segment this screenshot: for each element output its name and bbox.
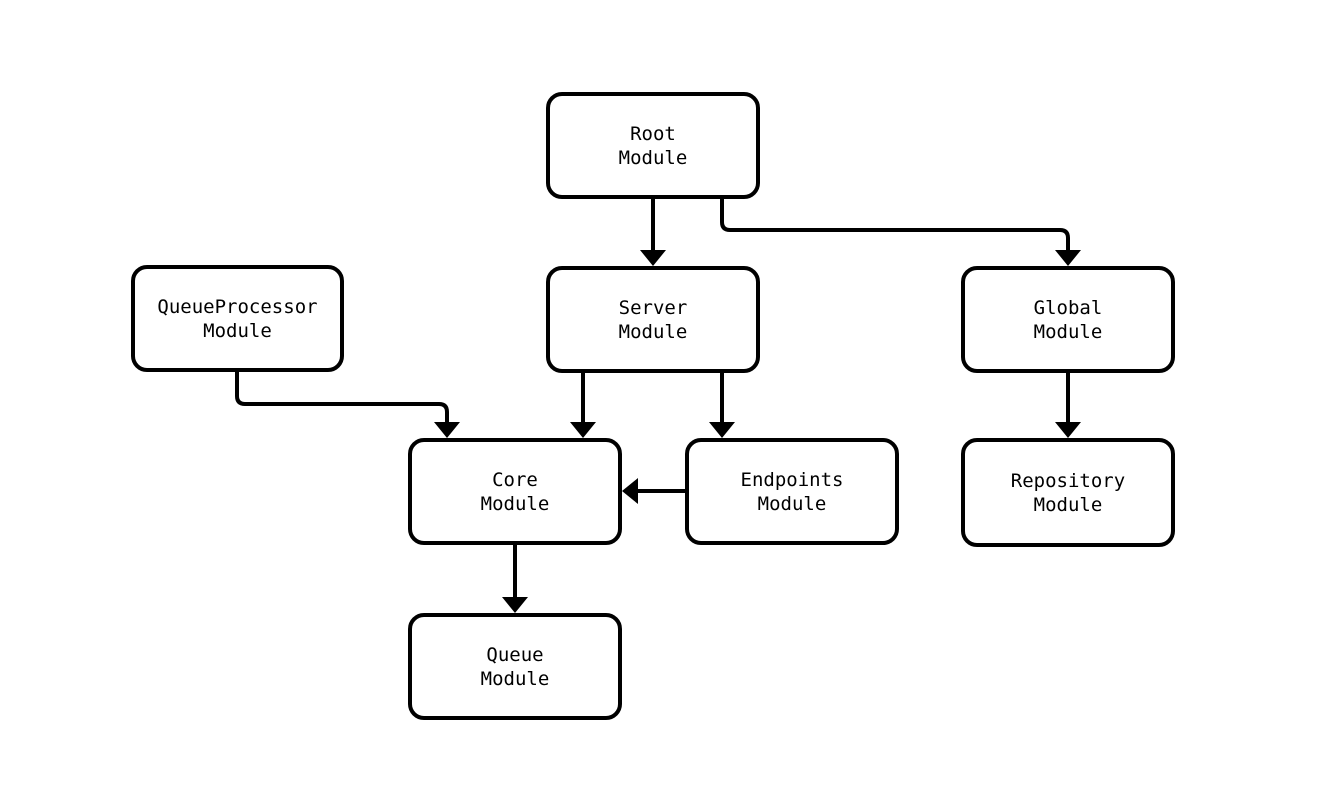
node-box[interactable] bbox=[408, 613, 622, 720]
edge-global-to-repository bbox=[1055, 371, 1081, 438]
arrowhead-icon bbox=[570, 422, 596, 438]
edge-endpoints-to-core bbox=[622, 478, 687, 504]
node-label-line1: Endpoints bbox=[741, 469, 844, 491]
arrowhead-icon bbox=[1055, 422, 1081, 438]
edge-root-to-global bbox=[720, 197, 1081, 266]
node-box[interactable] bbox=[685, 438, 899, 545]
node-box[interactable] bbox=[408, 438, 622, 545]
node-box[interactable] bbox=[546, 92, 760, 199]
arrowhead-icon bbox=[622, 478, 638, 504]
edge-queueprocessor-to-core bbox=[235, 370, 460, 438]
edge-root-to-server bbox=[640, 197, 666, 266]
nodes-layer: RootModuleQueueProcessorModuleServerModu… bbox=[131, 92, 1175, 720]
edge-core-to-queue bbox=[502, 543, 528, 613]
node-label-line1: Queue bbox=[486, 644, 543, 666]
node-label-line2: Module bbox=[481, 493, 550, 515]
edge-server-to-core bbox=[570, 371, 596, 438]
node-label-line2: Module bbox=[619, 147, 688, 169]
edge-line bbox=[235, 370, 449, 426]
node-label-line2: Module bbox=[619, 321, 688, 343]
node-label-line1: Global bbox=[1034, 297, 1103, 319]
node-label-line2: Module bbox=[203, 320, 272, 342]
arrowhead-icon bbox=[1055, 250, 1081, 266]
arrowhead-icon bbox=[502, 597, 528, 613]
node-label-line1: Core bbox=[492, 469, 538, 491]
node-box[interactable] bbox=[546, 266, 760, 373]
node-box[interactable] bbox=[961, 438, 1175, 547]
edges-layer bbox=[235, 197, 1081, 613]
arrowhead-icon bbox=[434, 422, 460, 438]
node-label-line2: Module bbox=[758, 493, 827, 515]
node-box[interactable] bbox=[961, 266, 1175, 373]
node-label-line1: Root bbox=[630, 123, 676, 145]
node-label-line2: Module bbox=[481, 668, 550, 690]
node-label-line2: Module bbox=[1034, 494, 1103, 516]
node-box[interactable] bbox=[131, 265, 344, 372]
edge-server-to-endpoints bbox=[709, 371, 735, 438]
edge-line bbox=[720, 197, 1070, 254]
arrowhead-icon bbox=[640, 250, 666, 266]
node-label-line1: QueueProcessor bbox=[157, 296, 317, 318]
node-label-line1: Repository bbox=[1011, 470, 1125, 492]
node-label-line2: Module bbox=[1034, 321, 1103, 343]
node-label-line1: Server bbox=[619, 297, 688, 319]
arrowhead-icon bbox=[709, 422, 735, 438]
